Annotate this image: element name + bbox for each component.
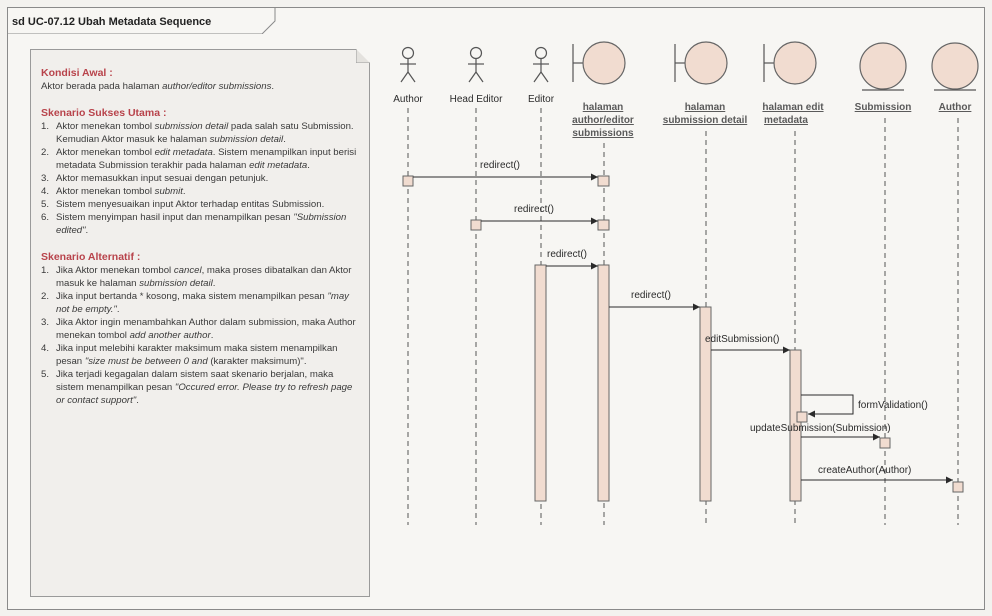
main-scenario-step: 5.Sistem menyesuaikan input Aktor terhad… <box>41 199 325 210</box>
message-7-label: updateSubmission(Submission) <box>750 423 891 434</box>
actor-editor-label: Editor <box>528 94 555 105</box>
activation-edit-metadata-self <box>796 411 808 423</box>
diagram-title: sd UC-07.12 Ubah Metadata Sequence <box>12 16 212 28</box>
main-scenario-step: 2.Aktor menekan tombol edit metadata. Si… <box>41 147 357 171</box>
diagram-title-tab <box>7 7 276 34</box>
actor-stick-figure-icon <box>533 46 549 83</box>
entity-author: Author <box>931 42 979 113</box>
message-5-label: editSubmission() <box>705 334 779 345</box>
actor-stick-figure-icon <box>400 46 416 83</box>
actor-author-label: Author <box>393 94 423 105</box>
svg-text:Submission: Submission <box>855 102 912 113</box>
message-1-label: redirect() <box>480 160 520 171</box>
main-scenario-step: 1.Aktor menekan tombol submission detail… <box>41 121 354 145</box>
activation-entity-author <box>952 481 964 493</box>
boundary-author-editor-submissions: halaman author/editor submissions <box>572 41 634 139</box>
svg-text:submission detail: submission detail <box>663 115 748 126</box>
alternative-scenario-step: 4.Jika input melebihi karakter maksimum … <box>41 343 338 367</box>
activation-boundary-1-c <box>597 264 610 502</box>
message-3-label: redirect() <box>547 249 587 260</box>
entity-icon <box>931 42 979 91</box>
alternative-scenario-step: 1.Jika Aktor menekan tombol cancel, maka… <box>41 265 352 289</box>
message-8-label: createAuthor(Author) <box>818 465 911 476</box>
message-4-label: redirect() <box>631 290 671 301</box>
svg-text:Author: Author <box>939 102 972 113</box>
svg-text:submissions: submissions <box>572 128 634 139</box>
actor-head-editor: Head Editor <box>450 46 503 105</box>
svg-text:halaman: halaman <box>583 102 624 113</box>
alternative-scenario-step: 3.Jika Aktor ingin menambahkan Author da… <box>41 317 356 341</box>
boundary-icon <box>674 41 728 85</box>
main-scenario-step: 3.Aktor memasukkan input sesuai dengan p… <box>41 173 269 184</box>
main-scenario-list: 1.Aktor menekan tombol submission detail… <box>41 120 359 237</box>
activation-boundary-1-b <box>597 219 610 231</box>
actor-editor: Editor <box>528 46 555 105</box>
activation-head-editor <box>470 219 482 231</box>
scenario-note: Kondisi Awal : Aktor berada pada halaman… <box>30 49 370 597</box>
svg-text:halaman edit: halaman edit <box>762 102 824 113</box>
note-fold-corner <box>356 49 370 63</box>
activation-submission-detail <box>699 306 712 502</box>
message-2-label: redirect() <box>514 204 554 215</box>
activation-submission <box>879 437 891 449</box>
initial-condition-heading: Kondisi Awal : <box>41 67 113 79</box>
message-6-label: formValidation() <box>858 400 928 411</box>
svg-text:halaman: halaman <box>685 102 726 113</box>
svg-text:metadata: metadata <box>764 115 808 126</box>
boundary-icon <box>572 41 626 85</box>
svg-text:author/editor: author/editor <box>572 115 634 126</box>
main-scenario-step: 6.Sistem menyimpan hasil input dan menam… <box>41 212 347 236</box>
main-scenario-heading: Skenario Sukses Utama : <box>41 107 167 119</box>
entity-icon <box>859 42 907 91</box>
actor-head-editor-label: Head Editor <box>450 94 503 105</box>
activation-boundary-1-a <box>597 175 610 187</box>
boundary-icon <box>763 41 817 85</box>
main-scenario-step: 4.Aktor menekan tombol submit. <box>41 186 186 197</box>
activation-editor <box>534 264 547 502</box>
boundary-submission-detail: halaman submission detail <box>663 41 748 126</box>
boundary-edit-metadata: halaman edit metadata <box>762 41 824 126</box>
actor-author: Author <box>393 46 423 105</box>
alternative-scenario-heading: Skenario Alternatif : <box>41 251 141 263</box>
alternative-scenario-step: 5.Jika terjadi kegagalan dalam sistem sa… <box>41 369 353 406</box>
entity-submission: Submission <box>855 42 912 113</box>
message-6-arrow <box>801 394 854 418</box>
alternative-scenario-step: 2.Jika input bertanda * kosong, maka sis… <box>41 291 349 315</box>
actor-stick-figure-icon <box>468 46 484 83</box>
activation-author <box>402 175 414 187</box>
activation-edit-metadata <box>789 349 802 502</box>
alternative-scenario-list: 1.Jika Aktor menekan tombol cancel, maka… <box>41 264 359 407</box>
initial-condition-text: Aktor berada pada halaman author/editor … <box>41 81 275 92</box>
